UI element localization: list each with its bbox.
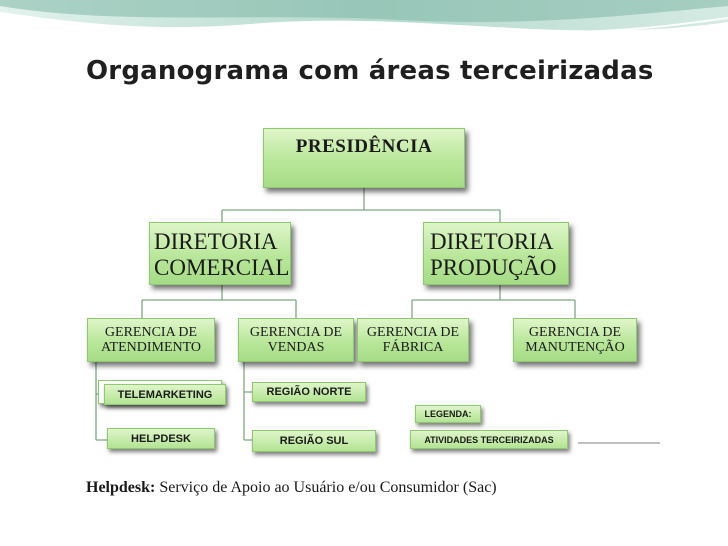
header-wave-decoration: [0, 0, 728, 34]
node-gerencia-manutencao-line2: MANUTENÇÃO: [525, 340, 625, 355]
node-gerencia-fabrica-line1: GERENCIA DE: [366, 324, 460, 340]
node-presidencia-label: PRESIDÊNCIA: [295, 136, 433, 157]
node-helpdesk-label: HELPDESK: [131, 432, 191, 445]
node-diretoria-producao: DIRETORIA PRODUÇÃO: [423, 222, 569, 285]
node-regiao-norte-label: REGIÃO NORTE: [266, 386, 352, 398]
node-gerencia-fabrica: GERENCIA DE FÁBRICA: [357, 318, 469, 362]
node-regiao-sul-label: REGIÃO SUL: [279, 435, 349, 447]
legend-item-terceirizadas: ATIVIDADES TERCEIRIZADAS: [410, 430, 568, 449]
node-gerencia-atendimento-line1: GERENCIA DE: [104, 324, 198, 340]
node-diretoria-comercial: DIRETORIA COMERCIAL: [149, 222, 291, 285]
footer-note: Helpdesk: Serviço de Apoio ao Usuário e/…: [86, 479, 497, 497]
node-gerencia-manutencao-line1: GERENCIA DE: [528, 324, 622, 340]
node-diretoria-comercial-line1: DIRETORIA: [154, 229, 278, 254]
node-telemarketing-label: TELEMARKETING: [117, 388, 213, 401]
node-gerencia-manutencao: GERENCIA DE MANUTENÇÃO: [513, 318, 637, 362]
connector-comercial-gerencias: [141, 285, 297, 318]
page-title: Organograma com áreas terceirizadas: [86, 56, 654, 86]
legend-label: LEGENDA:: [415, 405, 481, 423]
node-diretoria-comercial-line2: COMERCIAL: [154, 254, 290, 280]
connector-vendas-subs: [243, 362, 252, 441]
node-diretoria-producao-line1: DIRETORIA: [430, 229, 554, 254]
node-gerencia-vendas-line1: GERENCIA DE: [249, 324, 343, 340]
node-diretoria-producao-line2: PRODUÇÃO: [430, 254, 557, 280]
node-gerencia-vendas: GERENCIA DE VENDAS: [238, 318, 354, 362]
node-gerencia-atendimento-line2: ATENDIMENTO: [100, 340, 202, 355]
node-gerencia-fabrica-line2: FÁBRICA: [382, 340, 444, 355]
node-presidencia: PRESIDÊNCIA: [263, 128, 465, 188]
connector-producao-gerencias: [411, 285, 576, 318]
node-gerencia-atendimento: GERENCIA DE ATENDIMENTO: [87, 318, 215, 362]
node-helpdesk: HELPDESK: [107, 428, 215, 449]
footer-definition: Serviço de Apoio ao Usuário e/ou Consumi…: [159, 479, 497, 496]
connector-presidencia-diretorias: [221, 188, 501, 222]
legend-item-text: ATIVIDADES TERCEIRIZADAS: [424, 434, 554, 445]
footer-term: Helpdesk:: [86, 479, 156, 496]
node-regiao-norte: REGIÃO NORTE: [252, 382, 366, 402]
node-telemarketing: TELEMARKETING: [104, 384, 226, 405]
legend-label-text: LEGENDA:: [424, 409, 472, 419]
node-regiao-sul: REGIÃO SUL: [252, 430, 376, 452]
node-gerencia-vendas-line2: VENDAS: [267, 340, 325, 355]
